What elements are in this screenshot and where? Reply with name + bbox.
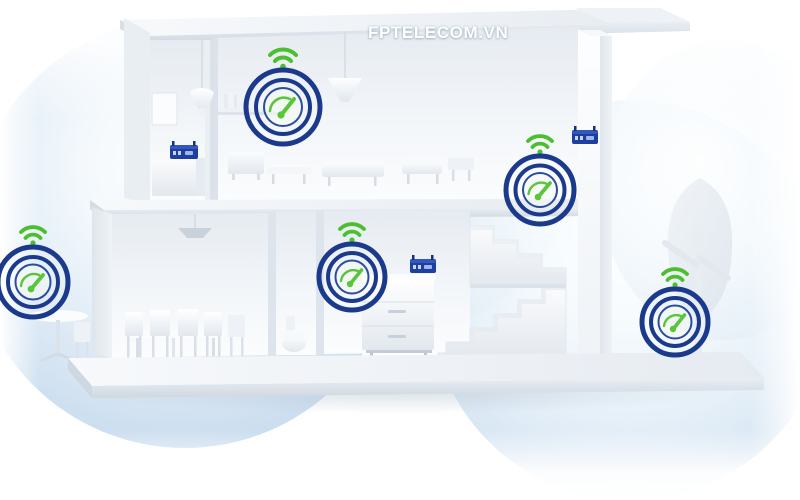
toilet xyxy=(282,316,306,352)
wall-picture xyxy=(151,92,178,126)
router-icon xyxy=(170,141,198,159)
background-fade-right xyxy=(750,0,800,500)
pillar xyxy=(578,30,612,388)
speed-meter-icon xyxy=(316,241,388,313)
stairs xyxy=(445,212,567,357)
wifi-icon xyxy=(338,222,366,243)
watermark-text: FPTELECOM.VN xyxy=(368,23,509,42)
dining-chairs xyxy=(125,309,245,359)
daybed xyxy=(322,157,384,186)
speed-meter-icon xyxy=(503,153,577,227)
background-fade-bottom xyxy=(0,430,800,500)
router-icon xyxy=(572,126,598,144)
floor-slab xyxy=(68,352,764,398)
wifi-icon xyxy=(19,225,47,246)
wifi-icon xyxy=(661,267,689,288)
router-icon xyxy=(410,255,436,273)
ceiling-lamp-dining xyxy=(178,214,212,238)
armchair-right xyxy=(402,156,474,184)
pendant-lamp-left xyxy=(190,40,214,117)
wifi-icon xyxy=(526,134,554,155)
speed-meter-icon xyxy=(243,67,323,147)
sofa xyxy=(228,144,264,180)
speed-meter-icon xyxy=(0,244,71,320)
speed-meter-icon xyxy=(639,286,711,358)
coffee-table xyxy=(266,167,312,184)
room-upper-living xyxy=(205,27,580,202)
pendant-lamp-right xyxy=(328,32,362,103)
